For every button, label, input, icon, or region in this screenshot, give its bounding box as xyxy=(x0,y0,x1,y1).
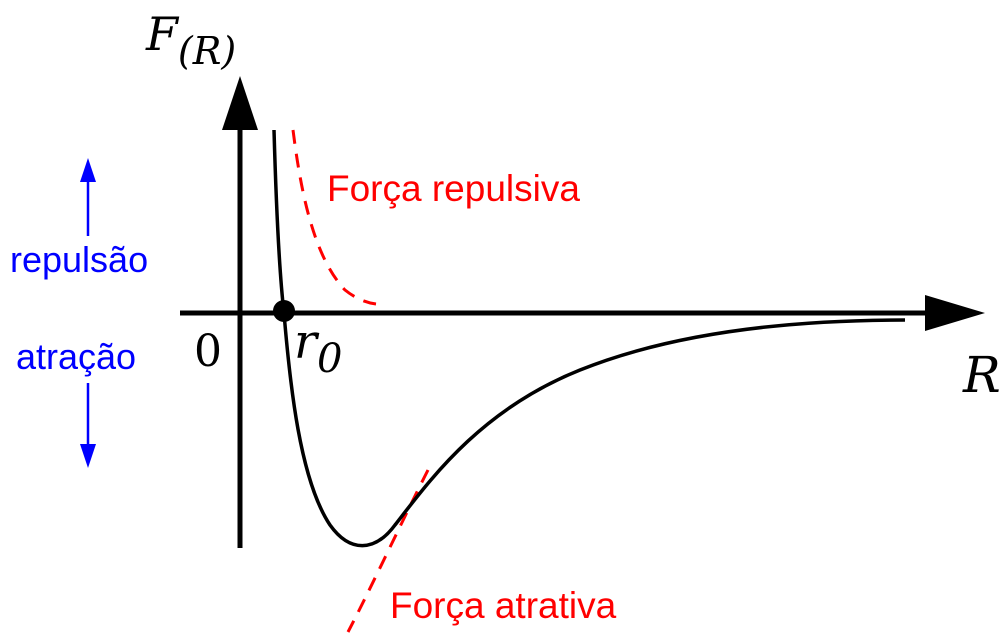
repulsion-label: repulsão xyxy=(10,239,148,280)
y-axis-arrowhead xyxy=(222,76,258,130)
equilibrium-label-main: r xyxy=(294,314,320,370)
equilibrium-point xyxy=(273,300,295,322)
y-axis-label: F(R) xyxy=(145,7,236,73)
attraction-arrow-head xyxy=(80,444,96,468)
repulsive-force-dashed-curve xyxy=(291,129,377,306)
attraction-label: atração xyxy=(16,336,136,377)
attractive-force-label: Força atrativa xyxy=(390,585,617,626)
y-axis-label-main: F xyxy=(145,7,180,61)
y-axis-label-sub: (R) xyxy=(178,29,236,73)
equilibrium-label-sub: 0 xyxy=(317,336,342,382)
equilibrium-label: r0 xyxy=(294,314,342,382)
x-axis-arrowhead xyxy=(925,295,985,331)
x-axis-label: R xyxy=(962,346,1001,404)
origin-label: 0 xyxy=(194,326,222,377)
repulsive-force-label: Força repulsiva xyxy=(327,168,580,209)
repulsion-arrow-head xyxy=(80,158,96,182)
